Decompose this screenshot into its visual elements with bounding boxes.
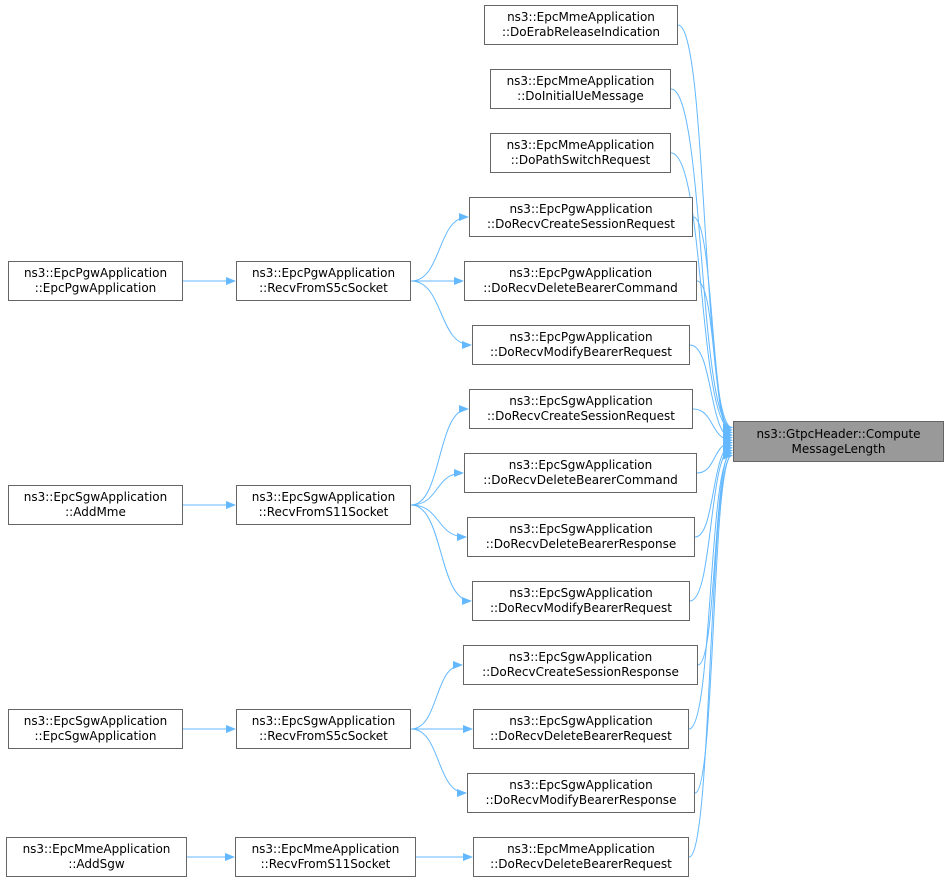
node-label-line2: ::AddMme bbox=[65, 505, 126, 519]
node-sgw-dorecvdeletebearerrequest[interactable]: ns3::EpcSgwApplication ::DoRecvDeleteBea… bbox=[473, 709, 689, 749]
node-label-line2: MessageLength bbox=[791, 441, 886, 456]
node-label-line1: ns3::EpcSgwApplication bbox=[509, 778, 653, 792]
node-label-line1: ns3::EpcPgwApplication bbox=[251, 266, 396, 280]
node-sgw-addmme[interactable]: ns3::EpcSgwApplication ::AddMme bbox=[8, 485, 183, 525]
edge-pgw_modify-to-root bbox=[689, 344, 733, 442]
node-label-line2: ::DoRecvCreateSessionRequest bbox=[487, 217, 675, 231]
node-label-line1: ns3::EpcSgwApplication bbox=[509, 714, 653, 728]
node-mme-doinitialuemessage[interactable]: ns3::EpcMmeApplication ::DoInitialUeMess… bbox=[490, 69, 671, 109]
edge-sgw_s5c-to-sgw_createresp bbox=[410, 661, 463, 730]
edge-pgw_create-to-root bbox=[692, 216, 733, 437]
node-sgw-recvfroms11socket[interactable]: ns3::EpcSgwApplication ::RecvFromS11Sock… bbox=[236, 485, 411, 525]
edge-sgw_s5c-to-sgw_modresp bbox=[410, 728, 467, 797]
node-mme-addsgw[interactable]: ns3::EpcMmeApplication ::AddSgw bbox=[6, 837, 187, 877]
node-pgw-recvfroms5csocket[interactable]: ns3::EpcPgwApplication ::RecvFromS5cSock… bbox=[236, 261, 411, 301]
node-label-line2: ::RecvFromS11Socket bbox=[258, 505, 389, 519]
node-label-line1: ns3::EpcMmeApplication bbox=[22, 842, 171, 856]
node-sgw-recvfroms5csocket[interactable]: ns3::EpcSgwApplication ::RecvFromS5cSock… bbox=[236, 709, 411, 749]
node-label-line2: ::DoRecvDeleteBearerRequest bbox=[490, 857, 672, 871]
node-label-line1: ns3::EpcPgwApplication bbox=[509, 202, 653, 216]
node-pgw-dorecvmodifybearerrequest[interactable]: ns3::EpcPgwApplication ::DoRecvModifyBea… bbox=[472, 325, 690, 365]
node-label-line2: ::RecvFromS5cSocket bbox=[259, 729, 388, 743]
node-label-line2: ::DoInitialUeMessage bbox=[517, 89, 644, 103]
node-label-line2: ::EpcSgwApplication bbox=[34, 729, 157, 743]
edge-mme_delreq-to-root bbox=[688, 451, 733, 858]
node-pgw-dorecvdeletebearercommand[interactable]: ns3::EpcPgwApplication ::DoRecvDeleteBea… bbox=[464, 261, 697, 301]
node-label-line1: ns3::EpcMmeApplication bbox=[506, 74, 655, 88]
node-sgw-dorecvcreatesessionresponse[interactable]: ns3::EpcSgwApplication ::DoRecvCreateSes… bbox=[463, 645, 698, 685]
node-sgw-dorecvdeletebearerresponse[interactable]: ns3::EpcSgwApplication ::DoRecvDeleteBea… bbox=[467, 517, 695, 557]
node-label-line1: ns3::EpcMmeApplication bbox=[251, 842, 400, 856]
node-label-line1: ns3::EpcSgwApplication bbox=[508, 650, 653, 664]
edge-pgw_s5c-to-pgw_create bbox=[410, 213, 469, 282]
node-label-line2: ::DoRecvDeleteBearerResponse bbox=[485, 537, 677, 551]
node-label-line2: ::DoRecvDeleteBearerRequest bbox=[490, 729, 672, 743]
edge-sgw_modresp-to-root bbox=[694, 451, 733, 794]
node-sgw-dorecvmodifybearerrequest[interactable]: ns3::EpcSgwApplication ::DoRecvModifyBea… bbox=[472, 581, 690, 621]
node-label-line1: ns3::EpcSgwApplication bbox=[251, 490, 396, 504]
node-label-line1: ns3::EpcMmeApplication bbox=[506, 138, 655, 152]
node-label-line1: ns3::EpcSgwApplication bbox=[509, 586, 653, 600]
node-label-line1: ns3::EpcSgwApplication bbox=[508, 458, 653, 472]
node-label-line1: ns3::EpcSgwApplication bbox=[509, 522, 653, 536]
edge-sgw_s11-to-sgw_create bbox=[410, 405, 469, 506]
node-label-line2: ::DoRecvCreateSessionRequest bbox=[487, 409, 675, 423]
node-label-line1: ns3::EpcMmeApplication bbox=[507, 842, 655, 856]
node-label-line1: ns3::EpcMmeApplication bbox=[507, 10, 655, 24]
node-label-line2: ::EpcPgwApplication bbox=[34, 281, 157, 295]
node-label-line1: ns3::EpcPgwApplication bbox=[509, 330, 653, 344]
node-label-line1: ns3::EpcSgwApplication bbox=[509, 394, 653, 408]
node-pgw-epcpgwapplication[interactable]: ns3::EpcPgwApplication ::EpcPgwApplicati… bbox=[8, 261, 183, 301]
node-label-line2: ::DoRecvDeleteBearerCommand bbox=[483, 473, 678, 487]
node-pgw-dorecvcreatesessionrequest[interactable]: ns3::EpcPgwApplication ::DoRecvCreateSes… bbox=[469, 197, 693, 237]
node-mme-doerabreleaseindication[interactable]: ns3::EpcMmeApplication ::DoErabReleaseIn… bbox=[484, 5, 678, 45]
node-label-line2: ::RecvFromS5cSocket bbox=[259, 281, 388, 295]
node-label-line1: ns3::GtpcHeader::Compute bbox=[756, 426, 921, 441]
node-label-line2: ::DoPathSwitchRequest bbox=[510, 153, 651, 167]
node-gtpcheader-computemessagelength[interactable]: ns3::GtpcHeader::Compute MessageLength bbox=[733, 421, 944, 462]
edge-pgw_s5c-to-pgw_modify bbox=[410, 280, 472, 349]
node-label-line2: ::DoRecvDeleteBearerCommand bbox=[483, 281, 678, 295]
edge-sgw_s11-to-sgw_delresp bbox=[410, 504, 467, 541]
node-label-line2: ::RecvFromS11Socket bbox=[260, 857, 391, 871]
edge-mme_path-to-root bbox=[670, 152, 733, 434]
node-sgw-dorecvmodifybearerresponse[interactable]: ns3::EpcSgwApplication ::DoRecvModifyBea… bbox=[467, 773, 695, 813]
node-label-line2: ::AddSgw bbox=[68, 857, 125, 871]
node-label-line2: ::DoRecvModifyBearerRequest bbox=[489, 601, 672, 615]
node-mme-dorecvdeletebearerrequest[interactable]: ns3::EpcMmeApplication ::DoRecvDeleteBea… bbox=[473, 837, 689, 877]
node-mme-dopathswitchrequest[interactable]: ns3::EpcMmeApplication ::DoPathSwitchReq… bbox=[490, 133, 671, 173]
node-mme-recvfroms11socket[interactable]: ns3::EpcMmeApplication ::RecvFromS11Sock… bbox=[235, 837, 416, 877]
node-label-line1: ns3::EpcPgwApplication bbox=[508, 266, 653, 280]
node-label-line1: ns3::EpcPgwApplication bbox=[23, 266, 168, 280]
edge-mme_initial-to-root bbox=[670, 88, 733, 432]
node-sgw-dorecvcreatesessionrequest[interactable]: ns3::EpcSgwApplication ::DoRecvCreateSes… bbox=[469, 389, 693, 429]
node-label-line1: ns3::EpcSgwApplication bbox=[23, 490, 168, 504]
node-label-line2: ::DoRecvModifyBearerRequest bbox=[489, 345, 672, 359]
node-label-line2: ::DoErabReleaseIndication bbox=[501, 25, 661, 39]
node-label-line1: ns3::EpcSgwApplication bbox=[251, 714, 396, 728]
edge-sgw_s11-to-sgw_modreq bbox=[410, 504, 472, 605]
node-label-line2: ::DoRecvCreateSessionResponse bbox=[482, 665, 679, 679]
node-sgw-epcsgwapplication[interactable]: ns3::EpcSgwApplication ::EpcSgwApplicati… bbox=[8, 709, 183, 749]
edge-sgw_s11-to-sgw_delcmd bbox=[410, 469, 464, 506]
node-sgw-dorecvdeletebearercommand[interactable]: ns3::EpcSgwApplication ::DoRecvDeleteBea… bbox=[464, 453, 697, 493]
node-label-line2: ::DoRecvModifyBearerResponse bbox=[485, 793, 677, 807]
edge-sgw_delreq-to-root bbox=[688, 449, 733, 730]
edge-pgw_delete-to-root bbox=[696, 280, 733, 440]
node-label-line1: ns3::EpcSgwApplication bbox=[23, 714, 168, 728]
